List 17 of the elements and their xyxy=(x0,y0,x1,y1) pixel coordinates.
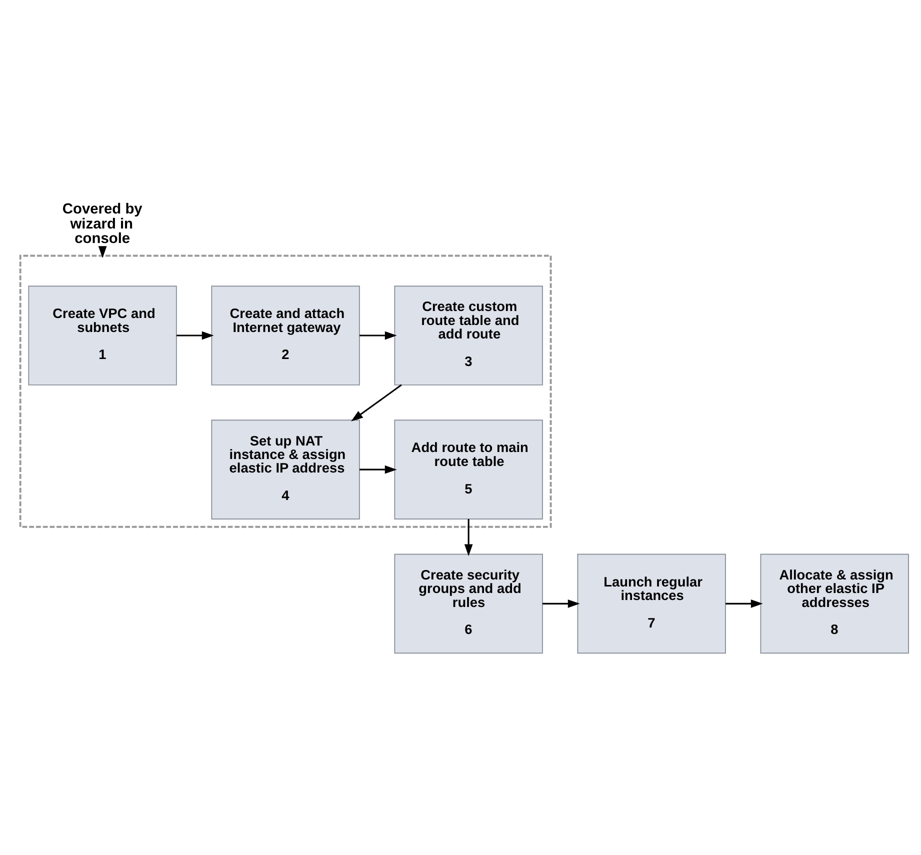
arrow xyxy=(726,599,763,608)
node-box: Add route to main route table 5 xyxy=(394,420,543,520)
arrow xyxy=(360,331,397,340)
node-box: Create VPC and subnets 1 xyxy=(28,286,177,386)
arrow xyxy=(360,465,397,474)
node-box: Create custom route table and add route 3 xyxy=(394,286,543,386)
node-box: Allocate & assign other elastic IP addresses 8 xyxy=(760,554,909,654)
node-box: Create and attach Internet gateway 2 xyxy=(211,286,360,386)
arrow xyxy=(351,384,402,422)
node-box: Launch regular instances 7 xyxy=(577,554,726,654)
node-box: Set up NAT instance & assign elastic IP address 4 xyxy=(211,420,360,520)
cluster xyxy=(19,254,552,528)
arrow xyxy=(542,599,580,608)
arrow xyxy=(176,331,214,340)
node-box: Create security groups and add rules 6 xyxy=(394,554,543,654)
node-text: Covered by wizard in console xyxy=(62,202,142,248)
arrow xyxy=(464,519,473,556)
